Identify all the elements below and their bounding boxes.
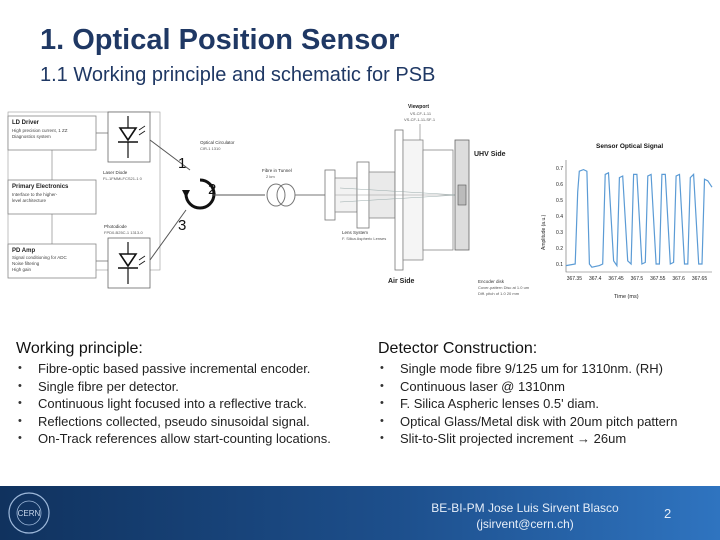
x-tick-label: 367.45: [608, 276, 624, 282]
optical-assembly-icon: [324, 129, 470, 271]
y-tick-label: 0.4: [556, 214, 563, 220]
chart-y-axis-label: Amplitude (a.u.): [541, 214, 547, 250]
page-number: 2: [664, 506, 672, 521]
pd-amp-line-2: Noise filtering: [12, 261, 40, 266]
footer-author-email: (jsirvent@cern.ch): [476, 517, 574, 531]
fibre-coil-icon: [266, 183, 325, 207]
optical-circulator-icon: [149, 139, 265, 261]
ld-driver-line-1: High precision current, 1 ZZ: [12, 128, 68, 133]
photodiode-label: Photodiode: [104, 224, 127, 229]
y-tick-label: 0.1: [556, 262, 563, 268]
x-tick-label: 367.55: [650, 276, 666, 282]
x-tick-label: 367.6: [672, 276, 685, 282]
chart-axes: [565, 160, 712, 273]
pd-amp-block: PD Amp Signal conditioning for ADC Noise…: [7, 243, 97, 279]
cern-logo-icon: CERN: [8, 492, 50, 534]
viewport-label: Viewport: [408, 104, 429, 110]
primary-electronics-block: Primary Electronics Interface to the hig…: [7, 179, 97, 215]
schematic-figure: LD Driver High precision current, 1 ZZ D…: [7, 104, 713, 300]
laser-diode-sublabel: FL-1FMMLFCS21-1 0: [103, 176, 143, 181]
slide-subtitle: 1.1 Working principle and schematic for …: [40, 64, 436, 86]
x-tick-label: 367.65: [692, 276, 708, 282]
laser-diode-icon: [107, 111, 151, 163]
circulator-port-3: 3: [178, 217, 186, 234]
list-item: Single mode fibre 9/125 um for 1310nm. (…: [378, 360, 677, 378]
ld-driver-line-2: Diagnostics system: [12, 134, 51, 139]
encoder-sublabel-2: Diff. pitch of 1.0 20 mm: [478, 291, 520, 296]
chart-title: Sensor Optical Signal: [596, 143, 663, 150]
y-tick-label: 0.6: [556, 182, 563, 188]
x-tick-label: 367.5: [631, 276, 644, 282]
footer-bar: CERN BE-BI-PM Jose Luis Sirvent Blasco (…: [0, 486, 720, 540]
list-item: Fibre-optic based passive incremental en…: [16, 360, 331, 378]
footer-author: BE-BI-PM Jose Luis Sirvent Blasco (jsirv…: [400, 500, 650, 532]
chart-x-axis-label: Time (ms): [614, 294, 639, 300]
list-item: Continuous laser @ 1310nm: [378, 378, 677, 396]
uhv-side-label: UHV Side: [474, 151, 506, 158]
pd-amp-line-3: High gain: [12, 267, 32, 272]
encoder-label: Encoder disk: [478, 279, 505, 284]
pd-amp-title: PD Amp: [12, 248, 35, 254]
working-principle-list: Fibre-optic based passive incremental en…: [16, 360, 331, 448]
cern-logo-text: CERN: [18, 509, 41, 518]
footer-author-name: BE-BI-PM Jose Luis Sirvent Blasco: [431, 501, 619, 515]
list-item: Single fibre per detector.: [16, 378, 331, 396]
encoder-sublabel-1: Cover-pattern Disc at 1.0 um: [478, 285, 530, 290]
list-item: On-Track references allow start-counting…: [16, 430, 331, 448]
ld-driver-block: LD Driver High precision current, 1 ZZ D…: [7, 115, 97, 151]
air-side-label: Air Side: [388, 278, 415, 285]
fibre-sublabel: 2 km: [266, 174, 275, 179]
circulator-label: Optical Circulator: [200, 140, 235, 145]
photodiode-icon: [107, 237, 151, 289]
lens-sublabel: F. Silica Aspheric Lenses: [342, 236, 386, 241]
viewport-sublabel-2: VS-CF-1-11-SF-1: [404, 117, 436, 122]
signal-series-line: [565, 168, 713, 268]
sensor-optical-signal-chart: Sensor Optical Signal Amplitude (a.u.) T…: [541, 143, 713, 300]
lens-label: Lens System: [342, 230, 368, 235]
list-item: F. Silica Aspheric lenses 0.5' diam.: [378, 395, 677, 413]
list-item: Optical Glass/Metal disk with 20um pitch…: [378, 413, 677, 431]
pd-amp-line-1: Signal conditioning for ADC: [12, 255, 68, 260]
viewport-sublabel-1: VS-CF-1-11: [410, 111, 432, 116]
y-tick-label: 0.2: [556, 246, 563, 252]
detector-construction-list: Single mode fibre 9/125 um for 1310nm. (…: [378, 360, 677, 448]
y-tick-label: 0.7: [556, 166, 563, 172]
circulator-port-2: 2: [208, 181, 216, 198]
primary-title: Primary Electronics: [12, 184, 69, 190]
primary-line-2: level architecture: [12, 198, 47, 203]
list-item: Continuous light focused into a reflecti…: [16, 395, 331, 413]
list-item: Slit-to-Slit projected increment → 26um: [378, 430, 677, 448]
x-tick-label: 367.35: [567, 276, 583, 282]
list-item: Reflections collected, pseudo sinusoidal…: [16, 413, 331, 431]
y-tick-label: 0.5: [556, 198, 563, 204]
x-tick-label: 367.4: [589, 276, 602, 282]
photodiode-sublabel: FPD0-B25C-1 1313-0: [104, 230, 143, 235]
slide-title: 1. Optical Position Sensor: [40, 24, 400, 56]
detector-construction-heading: Detector Construction:: [378, 340, 538, 357]
primary-line-1: Interface to the higher-: [12, 192, 58, 197]
circulator-port-1: 1: [178, 155, 186, 172]
ld-driver-title: LD Driver: [12, 120, 40, 126]
laser-diode-label: Laser Diode: [103, 170, 128, 175]
fibre-label: Fibre in Tunnel: [262, 168, 292, 173]
working-principle-heading: Working principle:: [16, 340, 143, 357]
circulator-sublabel: CIR-1 1310: [200, 146, 221, 151]
y-tick-label: 0.3: [556, 230, 563, 236]
